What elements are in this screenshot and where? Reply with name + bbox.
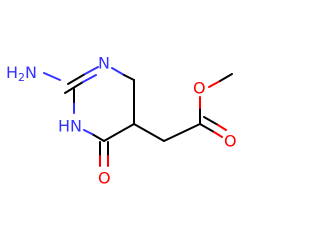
bond-ester-c-o-double-a2: [213, 131, 223, 138]
bond-c2-n3-a2: [84, 66, 99, 75]
bonds: [43, 66, 233, 167]
bond-ester-c-o-double-a: [199, 123, 215, 133]
atom-labels: H2N N HN O O O: [6, 54, 237, 188]
bond-o-ch3b: [219, 73, 233, 82]
bond-o-ch3: [208, 80, 221, 88]
bond-c2-n3-b: [64, 81, 84, 94]
bond-c5-ch2: [133, 123, 165, 142]
atom-ester-o-single: O: [193, 79, 206, 98]
bond-c5-c6: [103, 123, 135, 142]
bond-n3-c4b: [123, 74, 135, 81]
bond-c6-n1b: [83, 129, 93, 135]
atom-amine: H2N: [6, 63, 37, 85]
bond-c2-n3-a: [67, 73, 86, 85]
bond-c6-n1: [91, 133, 105, 142]
bond-c2-nh2: [43, 72, 61, 81]
bond-ester-c-o-double-b2: [217, 124, 227, 131]
bond-ester-c-o-double-b: [203, 116, 219, 126]
atom-ketone-o: O: [98, 169, 111, 188]
atom-ester-o-double: O: [224, 132, 237, 151]
bond-n3-c4: [111, 67, 125, 76]
molecule-structure: H2N N HN O O O: [6, 54, 237, 188]
bond-c2-n3-b2: [82, 74, 97, 83]
atom-ring-n-imine: N: [98, 54, 110, 73]
bond-ch2-ester-c: [163, 123, 201, 142]
atom-ring-nh: HN: [58, 117, 82, 136]
